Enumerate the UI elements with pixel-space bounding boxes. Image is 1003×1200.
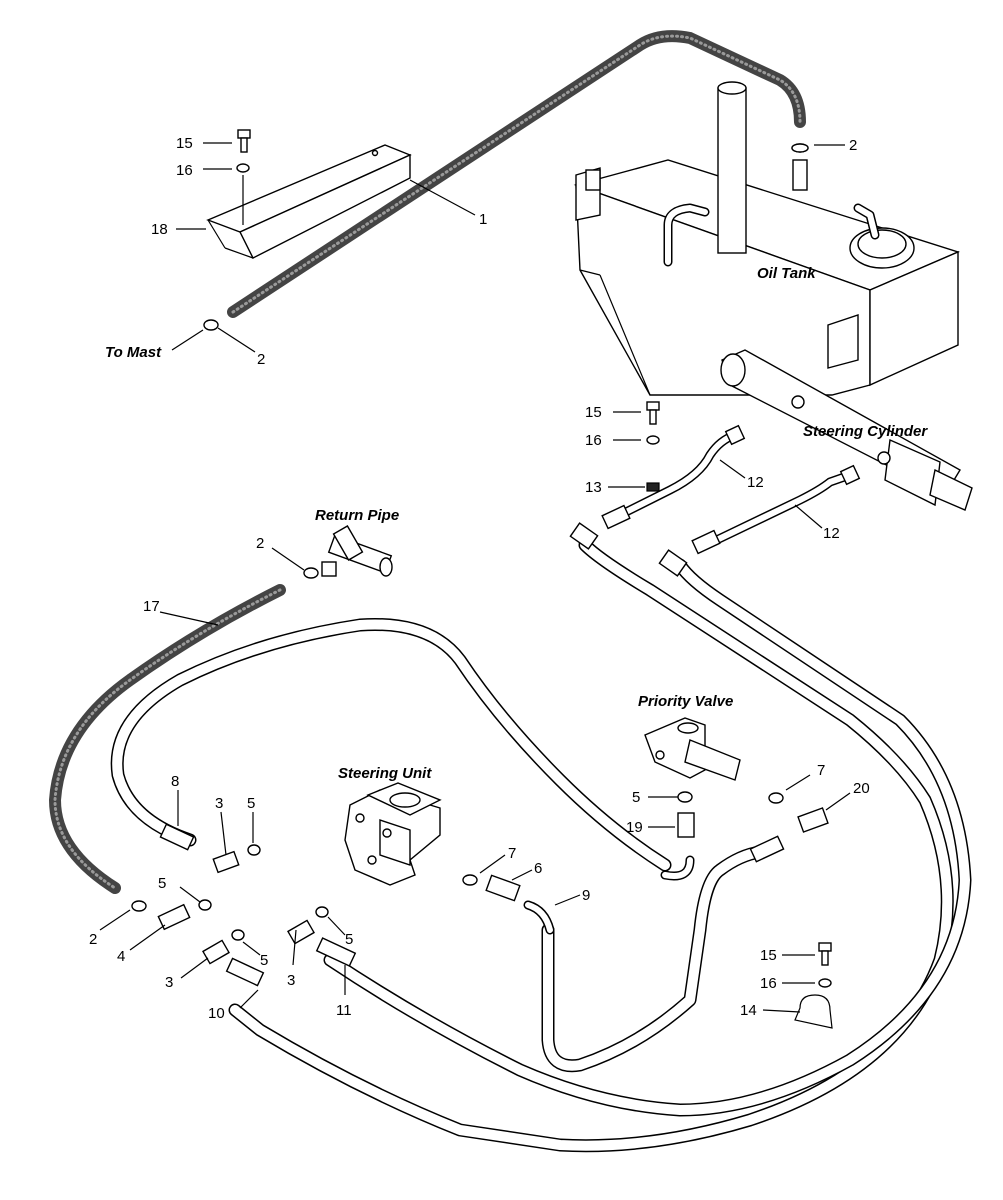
callout-2-lower: 2 bbox=[89, 931, 97, 948]
hose-loop-priority bbox=[110, 617, 672, 872]
priority-valve-title: Priority Valve bbox=[638, 693, 733, 710]
steering-unit: Steering Unit bbox=[338, 765, 442, 886]
callout-15-low: 15 bbox=[760, 947, 777, 964]
callout-3-b: 3 bbox=[165, 974, 173, 991]
tube-12-a bbox=[605, 424, 746, 525]
callout-20: 20 bbox=[853, 780, 870, 797]
tube-12-b bbox=[695, 464, 861, 553]
oil-tank: Oil Tank bbox=[573, 81, 960, 396]
to-mast-title: To Mast bbox=[105, 344, 162, 361]
callout-4: 4 bbox=[117, 948, 125, 965]
callout-numbers: 15 16 18 1 2 2 15 16 13 12 12 2 17 8 3 5… bbox=[89, 135, 870, 1022]
hose-17 bbox=[49, 584, 286, 894]
callout-5-a: 5 bbox=[247, 795, 255, 812]
priority-valve: Priority Valve bbox=[638, 693, 741, 781]
callout-16-top: 16 bbox=[176, 162, 193, 179]
callout-13: 13 bbox=[585, 479, 602, 496]
hose-1 bbox=[227, 30, 806, 318]
callout-12-b: 12 bbox=[823, 525, 840, 542]
return-pipe: Return Pipe bbox=[315, 507, 399, 577]
callout-1: 1 bbox=[479, 211, 487, 228]
callout-14: 14 bbox=[740, 1002, 757, 1019]
steering-cylinder: Steering Cylinder bbox=[720, 349, 973, 511]
callout-7-a: 7 bbox=[508, 845, 516, 862]
callout-9: 9 bbox=[582, 887, 590, 904]
callout-7-b: 7 bbox=[817, 762, 825, 779]
callout-6: 6 bbox=[534, 860, 542, 877]
callout-17: 17 bbox=[143, 598, 160, 615]
hose-loop-9 bbox=[541, 845, 767, 1073]
callout-15-top: 15 bbox=[176, 135, 193, 152]
fittings bbox=[131, 129, 833, 1029]
hose-loop-mid bbox=[323, 558, 972, 1117]
steering-cylinder-title: Steering Cylinder bbox=[803, 423, 928, 440]
callout-3-a: 3 bbox=[215, 795, 223, 812]
callout-3-c: 3 bbox=[287, 972, 295, 989]
steering-unit-title: Steering Unit bbox=[338, 765, 432, 782]
bracket-18 bbox=[206, 144, 412, 259]
oil-tank-title: Oil Tank bbox=[757, 265, 816, 282]
callout-11: 11 bbox=[336, 1002, 352, 1019]
callout-2-tank: 2 bbox=[849, 137, 857, 154]
callout-5-e: 5 bbox=[632, 789, 640, 806]
callout-15-mid: 15 bbox=[585, 404, 602, 421]
return-pipe-title: Return Pipe bbox=[315, 507, 399, 524]
callout-18: 18 bbox=[151, 221, 168, 238]
callout-8: 8 bbox=[171, 773, 179, 790]
callout-12-a: 12 bbox=[747, 474, 764, 491]
leader-lines bbox=[99, 142, 851, 1013]
callout-19: 19 bbox=[626, 819, 643, 836]
callout-16-low: 16 bbox=[760, 975, 777, 992]
callout-16-mid: 16 bbox=[585, 432, 602, 449]
callout-5-c: 5 bbox=[260, 952, 268, 969]
callout-2-return: 2 bbox=[256, 535, 264, 552]
callout-2-mast: 2 bbox=[257, 351, 265, 368]
callout-5-b: 5 bbox=[158, 875, 166, 892]
callout-5-d: 5 bbox=[345, 931, 353, 948]
callout-10: 10 bbox=[208, 1005, 225, 1022]
